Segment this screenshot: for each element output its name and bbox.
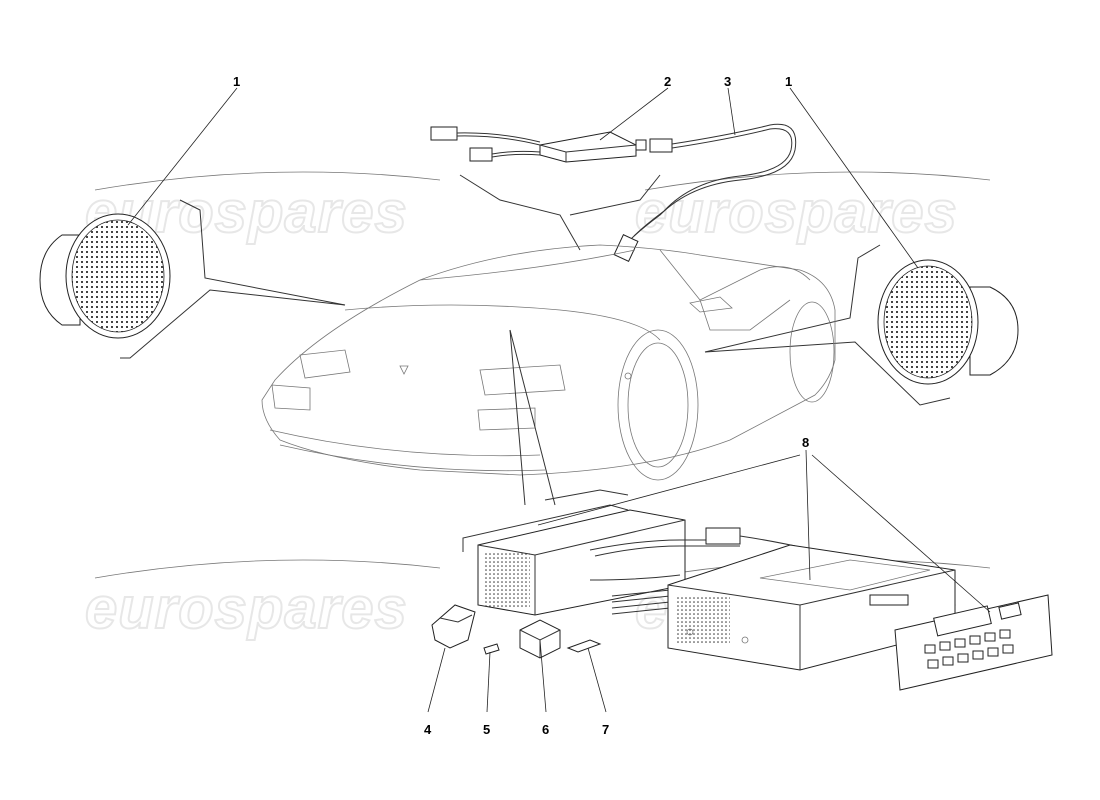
watermark-text: eurospares <box>635 180 958 245</box>
right-speaker <box>704 244 1019 406</box>
connector-parts <box>431 604 602 659</box>
callout-8: 8 <box>802 435 809 450</box>
radio-head-unit <box>462 329 1053 691</box>
callout-3: 3 <box>724 74 731 89</box>
car-outline <box>261 244 836 481</box>
callout-5: 5 <box>483 722 490 737</box>
callout-4: 4 <box>424 722 432 737</box>
watermark-text: eurospares <box>85 576 408 641</box>
callout-7: 7 <box>602 722 609 737</box>
callout-2: 2 <box>664 74 671 89</box>
callout-labels: 1 1 2 3 4 5 6 7 8 <box>233 74 809 737</box>
callout-1-left: 1 <box>233 74 240 89</box>
antenna-amplifier <box>430 126 673 251</box>
antenna-cable <box>613 123 797 263</box>
leader-lines <box>127 87 991 713</box>
callout-1-right: 1 <box>785 74 792 89</box>
left-speaker <box>39 199 346 359</box>
callout-6: 6 <box>542 722 549 737</box>
radio-buttons <box>924 629 1014 669</box>
